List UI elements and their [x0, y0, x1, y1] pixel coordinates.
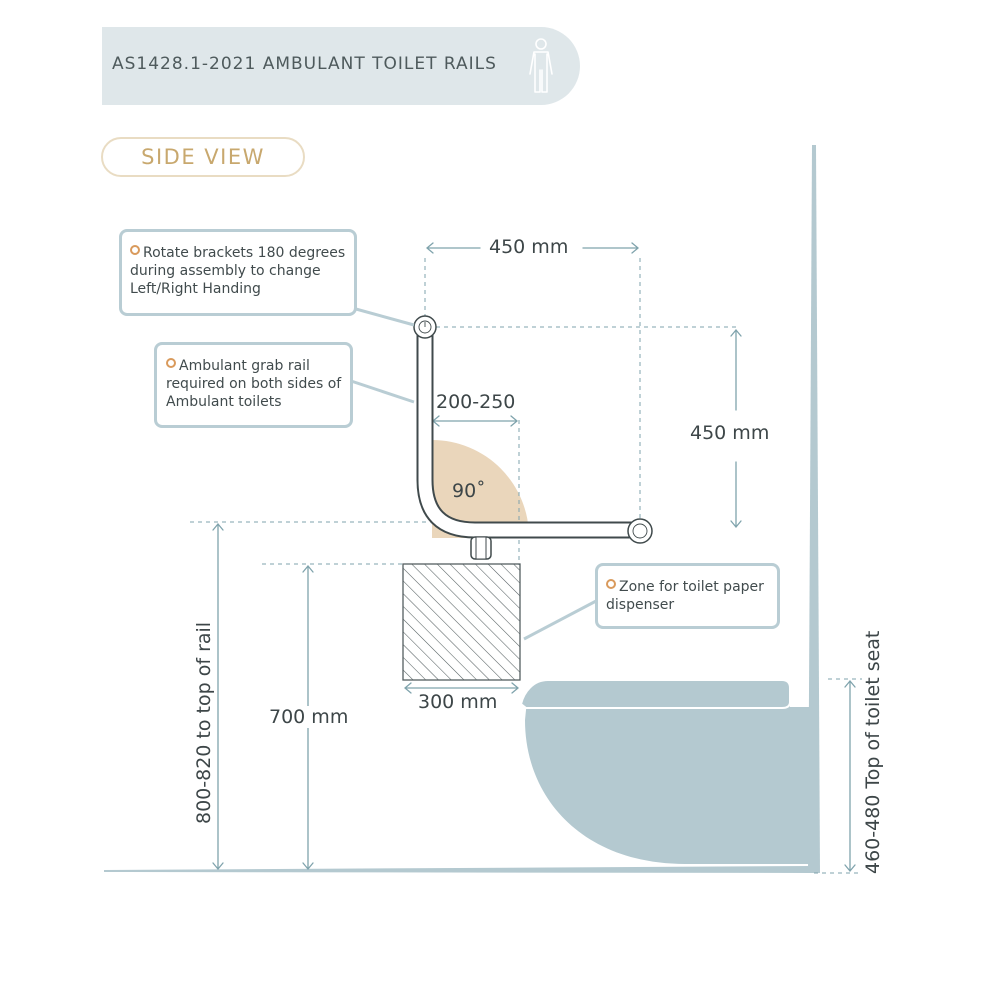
person-standing-icon: [529, 38, 553, 93]
dispenser-zone: [402, 563, 521, 681]
floor-line: [104, 866, 812, 873]
toilet: [519, 679, 812, 864]
header-banner: AS1428.1-2021 AMBULANT TOILET RAILS: [102, 27, 580, 105]
page-title: AS1428.1-2021 AMBULANT TOILET RAILS: [112, 54, 497, 74]
paper-zone-note: Zone for toilet paper dispenser: [595, 563, 780, 629]
wall: [808, 145, 820, 873]
rail-width-label: 450 mm: [489, 236, 569, 258]
rail-top-label: 800-820 to top of rail: [193, 621, 215, 824]
rail-brackets: [413, 315, 653, 560]
rail-height-label: 450 mm: [690, 422, 770, 444]
grab-rail: [416, 319, 649, 539]
bullet-icon: [606, 579, 616, 589]
dispenser-width-label: 300 mm: [418, 691, 498, 713]
bullet-icon: [166, 358, 176, 368]
brackets-note: Rotate brackets 180 degrees during assem…: [119, 229, 357, 316]
angle-sector: [432, 440, 530, 538]
bend-offset-label: 200-250: [436, 391, 516, 413]
angle-label: 90˚: [452, 480, 486, 502]
dispenser-height-label: 700 mm: [268, 706, 350, 728]
grab-rail-note: Ambulant grab rail required on both side…: [154, 342, 353, 428]
side-view-label: SIDE VIEW: [101, 137, 305, 177]
seat-top-label: 460-480 Top of toilet seat: [862, 630, 884, 874]
bullet-icon: [130, 245, 140, 255]
